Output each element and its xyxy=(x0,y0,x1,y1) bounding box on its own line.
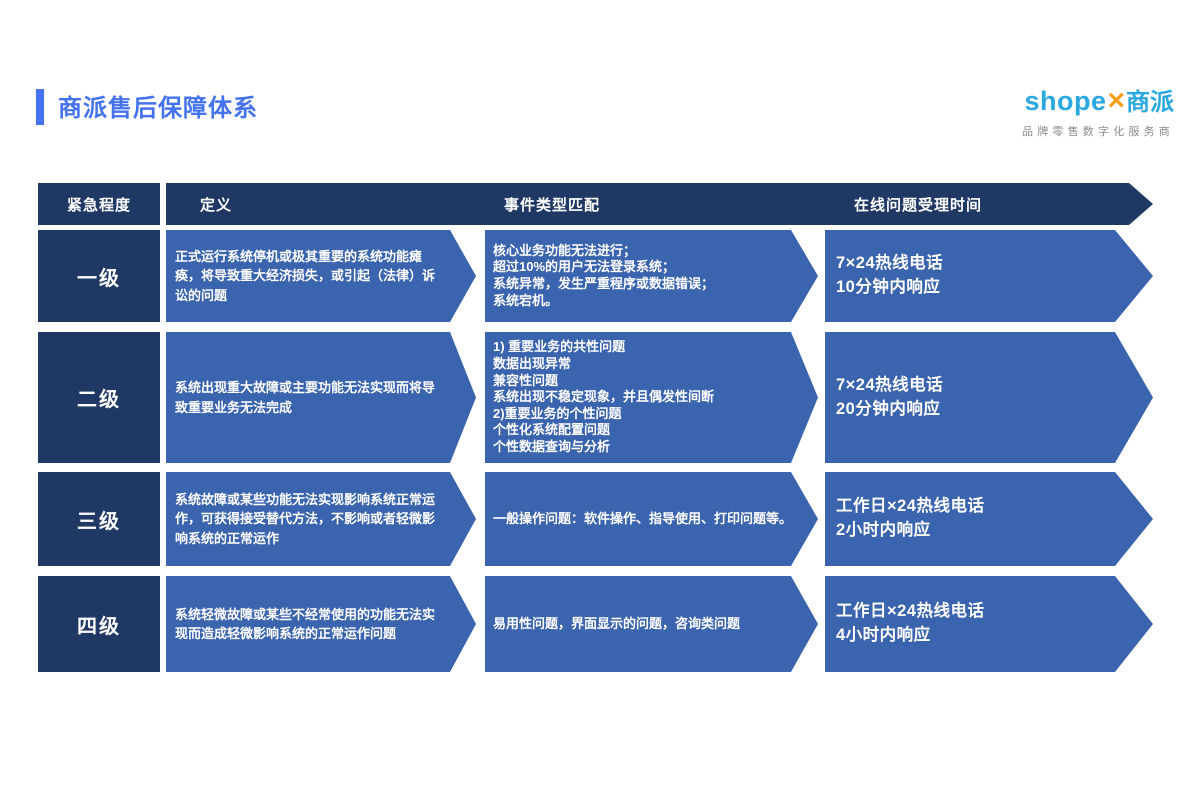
page-title: 商派售后保障体系 xyxy=(58,95,258,122)
response-time-text: 工作日×24热线电话 2小时内响应 xyxy=(836,497,985,539)
response-time-arrow: 7×24热线电话 10分钟内响应 xyxy=(825,230,1153,322)
header-arrow-bar: 定义 事件类型匹配 在线问题受理时间 xyxy=(166,183,1153,225)
logo-latin-text: shope xyxy=(1024,86,1107,116)
level-badge: 四级 xyxy=(38,576,160,672)
logo-x-icon: × xyxy=(1107,84,1125,117)
definition-arrow: 系统轻微故障或某些不经常使用的功能无法实现而造成轻微影响系统的正常运作问题 xyxy=(166,576,476,672)
response-time-text: 7×24热线电话 20分钟内响应 xyxy=(836,375,944,418)
event-type-text: 易用性问题，界面显示的问题，咨询类问题 xyxy=(493,615,741,631)
response-time-arrow: 工作日×24热线电话 4小时内响应 xyxy=(825,576,1153,672)
event-type-arrow: 1) 重要业务的共性问题 数据出现异常 兼容性问题 系统出现不稳定现象，并且偶发… xyxy=(485,332,818,463)
level-badge: 三级 xyxy=(38,472,160,566)
logo-wordmark: shope × 商派 xyxy=(1022,86,1174,116)
response-time-arrow: 7×24热线电话 20分钟内响应 xyxy=(825,332,1153,463)
event-type-arrow: 一般操作问题：软件操作、指导使用、打印问题等。 xyxy=(485,472,818,566)
title-accent-bar xyxy=(36,89,44,125)
definition-text: 系统轻微故障或某些不经常使用的功能无法实现而造成轻微影响系统的正常运作问题 xyxy=(175,606,436,641)
response-time-text: 7×24热线电话 10分钟内响应 xyxy=(836,254,944,296)
level-badge: 二级 xyxy=(38,332,160,463)
header-urgency: 紧急程度 xyxy=(38,183,160,225)
header-event-match: 事件类型匹配 xyxy=(504,196,601,214)
event-type-arrow: 易用性问题，界面显示的问题，咨询类问题 xyxy=(485,576,818,672)
logo-tagline: 品牌零售数字化服务商 xyxy=(1022,126,1174,138)
event-type-text: 一般操作问题：软件操作、指导使用、打印问题等。 xyxy=(493,510,793,526)
response-time-text: 工作日×24热线电话 4小时内响应 xyxy=(836,602,985,644)
event-type-text: 1) 重要业务的共性问题 数据出现异常 兼容性问题 系统出现不稳定现象，并且偶发… xyxy=(493,339,715,455)
severity-row-level-4: 四级 系统轻微故障或某些不经常使用的功能无法实现而造成轻微影响系统的正常运作问题… xyxy=(38,576,1153,672)
level-badge: 一级 xyxy=(38,230,160,322)
definition-arrow: 正式运行系统停机或极其重要的系统功能瘫痪，将导致重大经济损失，或引起（法律）诉讼… xyxy=(166,230,476,322)
severity-row-level-1: 一级 正式运行系统停机或极其重要的系统功能瘫痪，将导致重大经济损失，或引起（法律… xyxy=(38,230,1153,322)
shopex-logo: shope × 商派 品牌零售数字化服务商 xyxy=(1022,86,1174,139)
definition-text: 系统故障或某些功能无法实现影响系统正常运作，可获得接受替代方法，不影响或者轻微影… xyxy=(175,491,436,546)
severity-row-level-3: 三级 系统故障或某些功能无法实现影响系统正常运作，可获得接受替代方法，不影响或者… xyxy=(38,472,1153,566)
response-time-arrow: 工作日×24热线电话 2小时内响应 xyxy=(825,472,1153,566)
event-type-arrow: 核心业务功能无法进行； 超过10%的用户无法登录系统； 系统异常，发生严重程序或… xyxy=(485,230,818,322)
event-type-text: 核心业务功能无法进行； 超过10%的用户无法登录系统； 系统异常，发生严重程序或… xyxy=(493,242,715,308)
header-definition: 定义 xyxy=(200,196,233,214)
definition-arrow: 系统故障或某些功能无法实现影响系统正常运作，可获得接受替代方法，不影响或者轻微影… xyxy=(166,472,476,566)
definition-text: 系统出现重大故障或主要功能无法实现而将导致重要业务无法完成 xyxy=(175,380,436,415)
definition-text: 正式运行系统停机或极其重要的系统功能瘫痪，将导致重大经济损失，或引起（法律）诉讼… xyxy=(175,248,436,303)
header-response-time: 在线问题受理时间 xyxy=(854,196,983,214)
logo-chinese-text: 商派 xyxy=(1126,89,1174,116)
severity-row-level-2: 二级 系统出现重大故障或主要功能无法实现而将导致重要业务无法完成 1) 重要业务… xyxy=(38,332,1153,463)
table-header-row: 紧急程度 定义 事件类型匹配 在线问题受理时间 xyxy=(38,183,1153,225)
definition-arrow: 系统出现重大故障或主要功能无法实现而将导致重要业务无法完成 xyxy=(166,332,476,463)
